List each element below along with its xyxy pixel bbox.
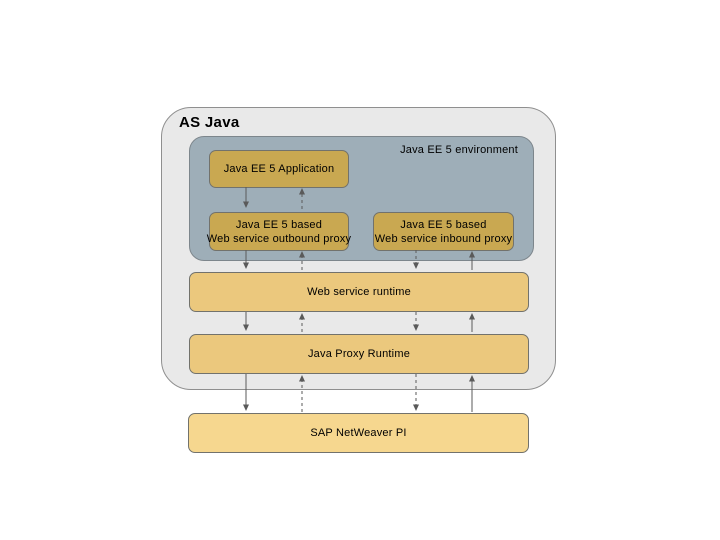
as-java-container: AS Java Java EE 5 environment Java EE 5 … [161, 107, 556, 390]
node-java-ee5-application: Java EE 5 Application [209, 150, 349, 188]
environment-label: Java EE 5 environment [400, 144, 518, 156]
node-sap-netweaver-pi: SAP NetWeaver PI [188, 413, 529, 453]
node-web-service-outbound-proxy: Java EE 5 based Web service outbound pro… [206, 212, 352, 251]
node-label-line1: Java EE 5 based [400, 218, 487, 231]
node-label-line2: Web service inbound proxy [374, 232, 513, 245]
as-java-title: AS Java [179, 114, 240, 131]
node-java-proxy-runtime: Java Proxy Runtime [189, 334, 529, 374]
node-label: SAP NetWeaver PI [310, 427, 407, 439]
node-label-line2: Web service outbound proxy [206, 232, 352, 245]
node-label: Web service runtime [307, 286, 411, 298]
node-web-service-runtime: Web service runtime [189, 272, 529, 312]
java-ee5-environment-container: Java EE 5 environment Java EE 5 Applicat… [189, 136, 534, 261]
node-label: Java EE 5 Application [223, 163, 335, 175]
node-label: Java Proxy Runtime [307, 348, 411, 360]
node-web-service-inbound-proxy: Java EE 5 based Web service inbound prox… [373, 212, 514, 251]
node-label-line1: Java EE 5 based [235, 218, 323, 231]
